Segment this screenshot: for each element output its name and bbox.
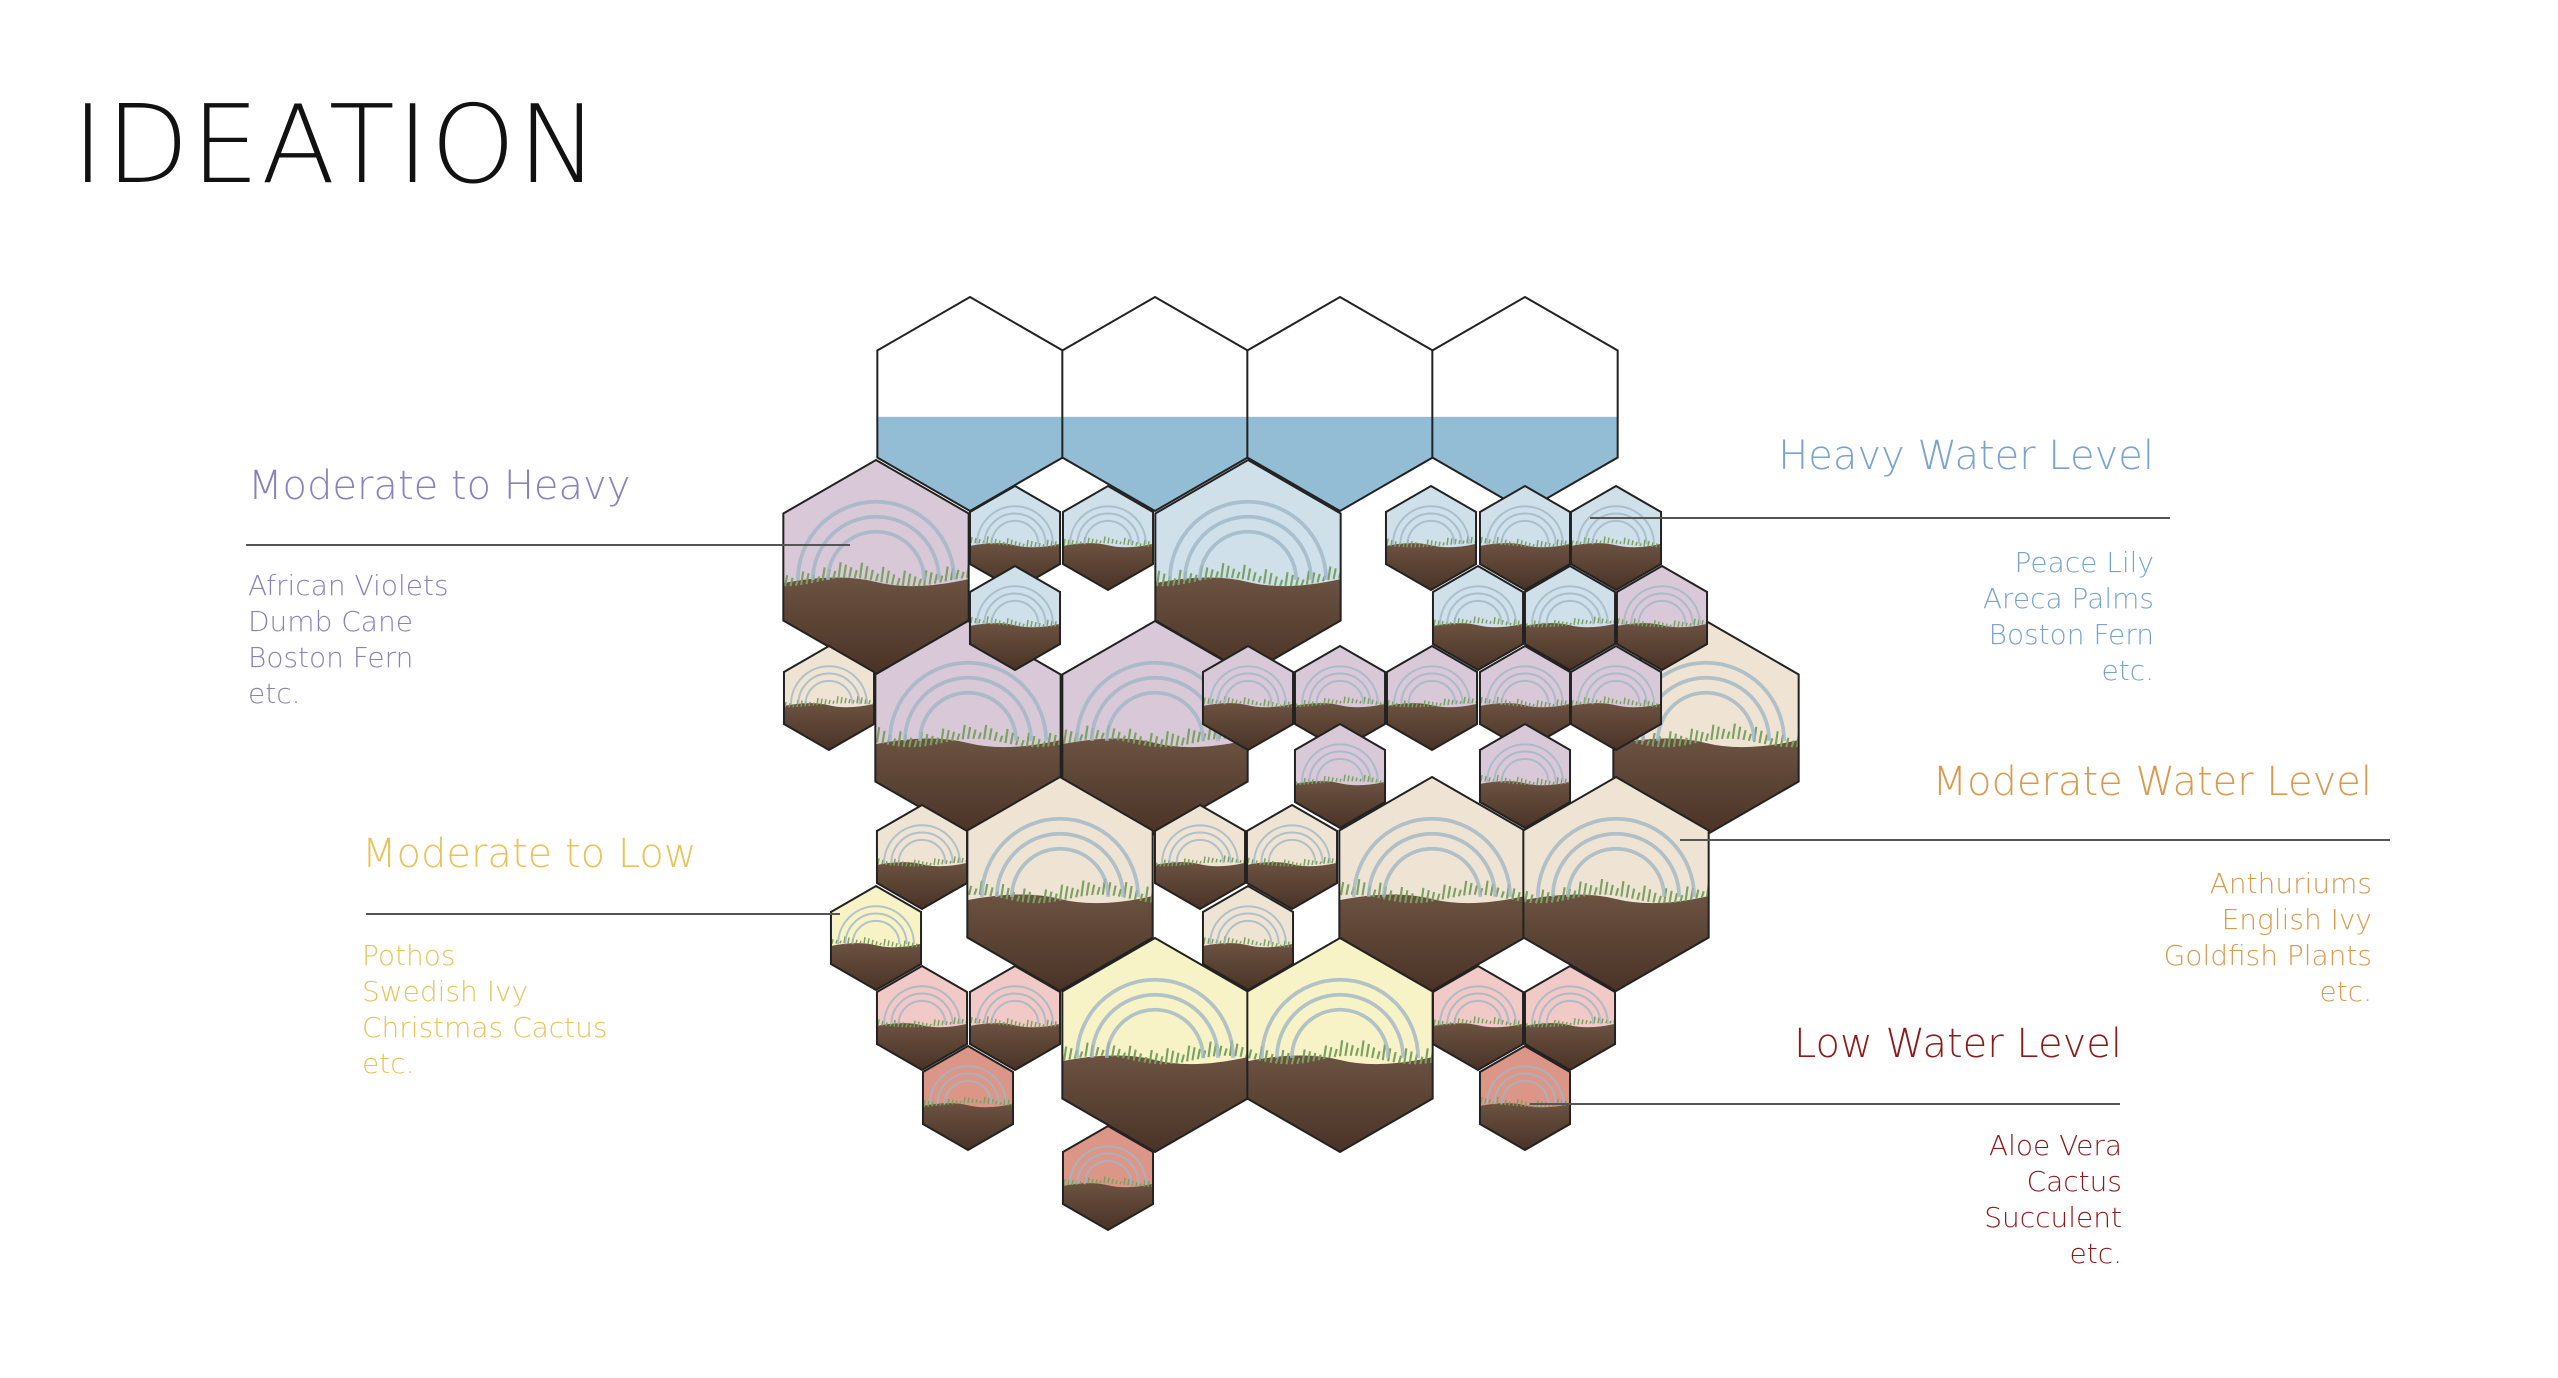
hex-tile-moderate-heavy	[782, 458, 970, 676]
heading-low-water-level: Low Water Level	[1793, 1021, 2122, 1067]
plant-item: etc.	[362, 1047, 415, 1080]
plants-heavy-water-level: Peace Lily Areca Palms Boston Fern etc.	[1983, 545, 2154, 689]
plant-item: etc.	[2319, 975, 2373, 1008]
plant-item: Aloe Vera	[1988, 1129, 2122, 1162]
heading-heavy-water-level: Heavy Water Level	[1778, 433, 2154, 479]
plant-item: etc.	[2069, 1237, 2123, 1270]
plant-item: Peace Lily	[2014, 546, 2154, 579]
heading-moderate-water-level: Moderate Water Level	[1932, 759, 2373, 805]
plant-item: Areca Palms	[1982, 582, 2154, 615]
plant-item: Cactus	[2026, 1165, 2122, 1198]
hex-tile-heavy	[1478, 484, 1572, 592]
plant-item: Christmas Cactus	[362, 1011, 608, 1044]
hex-tile-moderate	[1201, 884, 1295, 992]
plant-item: Pothos	[362, 939, 456, 972]
plant-item: African Violets	[248, 569, 449, 602]
page-title: IDEATION	[72, 83, 601, 208]
plant-item: Succulent	[1984, 1201, 2122, 1234]
plant-item: Anthuriums	[2209, 867, 2372, 900]
plant-item: etc.	[2101, 654, 2155, 687]
hex-tile-low-pink	[875, 964, 969, 1072]
plant-item: etc.	[248, 677, 301, 710]
water-reservoir-tile	[876, 295, 1064, 513]
plants-moderate-to-low: Pothos Swedish Ivy Christmas Cactus etc.	[362, 938, 608, 1082]
hex-tile-heavy	[968, 564, 1062, 672]
plants-moderate-water-level: Anthuriums English Ivy Goldfish Plants e…	[2164, 866, 2372, 1010]
plant-item: Goldfish Plants	[2163, 939, 2372, 972]
plant-item: Swedish Ivy	[362, 975, 529, 1008]
plant-item: English Ivy	[2221, 903, 2372, 936]
plant-item: Boston Fern	[248, 641, 414, 674]
plant-item: Boston Fern	[1988, 618, 2154, 651]
plants-low-water-level: Aloe Vera Cactus Succulent etc.	[1984, 1128, 2122, 1272]
plants-moderate-to-heavy: African Violets Dumb Cane Boston Fern et…	[248, 568, 449, 712]
plant-item: Dumb Cane	[248, 605, 413, 638]
heading-moderate-to-low: Moderate to Low	[362, 831, 697, 877]
heading-moderate-to-heavy: Moderate to Heavy	[248, 463, 631, 509]
